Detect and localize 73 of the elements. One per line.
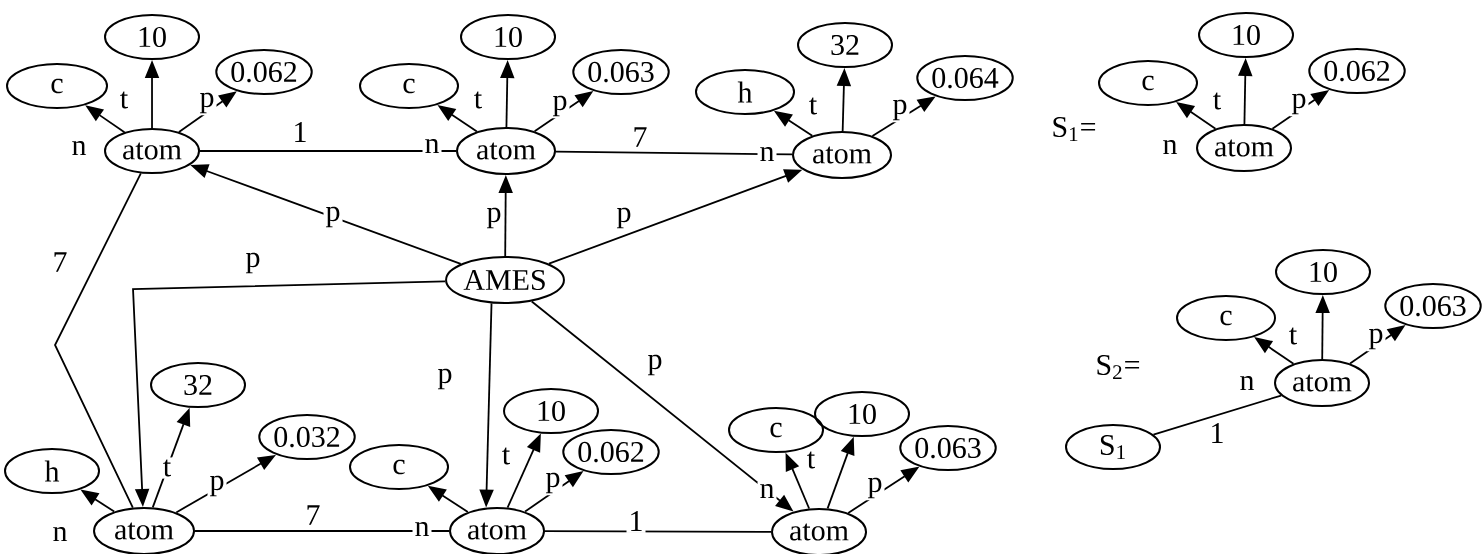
graph-label: S$_{1}$= xyxy=(1053,116,1096,142)
edge-label: 1 xyxy=(290,120,310,144)
edge-label: p xyxy=(207,473,227,499)
edge-label: 7 xyxy=(630,125,650,149)
edge-label: t xyxy=(1286,325,1300,347)
edge-label: n xyxy=(412,519,432,539)
edge-label: p xyxy=(1289,91,1309,117)
ellipse-node: 10 xyxy=(1275,249,1371,295)
edge-label: 1 xyxy=(1207,421,1227,445)
edge-label: p xyxy=(865,475,885,501)
edge-label: p xyxy=(890,97,910,123)
edge-label: n xyxy=(50,524,70,544)
ellipse-node: atom xyxy=(792,131,892,179)
edge-label: p xyxy=(243,250,263,276)
edge-label: p xyxy=(614,205,634,231)
edge-label: 7 xyxy=(303,503,323,527)
ellipse-node: S$_{1}$ xyxy=(1065,424,1161,470)
ellipse-node: 0.064 xyxy=(916,55,1014,101)
edge-label: n xyxy=(757,144,777,164)
ellipse-node: c xyxy=(6,63,108,109)
edge-label: 7 xyxy=(50,250,70,274)
ellipse-node: c xyxy=(1098,60,1198,106)
edge-label: n xyxy=(757,481,777,501)
edge-label: n xyxy=(422,136,442,156)
edge-label: p xyxy=(550,93,570,119)
edge-label: p xyxy=(645,352,665,378)
edge-label: t xyxy=(1210,90,1224,112)
graph-label: S$_{2}$= xyxy=(1097,354,1140,380)
ellipse-node: 10 xyxy=(460,14,556,60)
edge-label: 1 xyxy=(626,509,646,533)
edge-label: t xyxy=(117,89,131,111)
connector-line xyxy=(544,530,772,533)
ellipse-node: 0.063 xyxy=(572,49,670,95)
ellipse-node: 32 xyxy=(150,362,246,408)
edge-label: t xyxy=(471,89,485,111)
connector-line xyxy=(54,172,142,509)
edge-label: t xyxy=(160,457,174,479)
ellipse-node: atom xyxy=(1274,359,1370,407)
connector-line xyxy=(555,150,793,156)
ellipse-node: 10 xyxy=(1198,12,1294,58)
edge-label: t xyxy=(806,95,820,117)
connector-line xyxy=(1152,394,1282,436)
ellipse-node: 10 xyxy=(104,14,200,60)
ellipse-node: atom xyxy=(104,128,200,174)
ellipse-node: c xyxy=(1176,295,1276,341)
ellipse-node: 10 xyxy=(814,391,910,437)
edge-label: n xyxy=(1160,137,1180,157)
ellipse-node: 0.032 xyxy=(258,414,356,460)
ellipse-node: 0.062 xyxy=(215,49,313,95)
ellipse-node: 0.063 xyxy=(1384,283,1482,329)
connector-line xyxy=(194,530,450,532)
ellipse-node: c xyxy=(349,444,449,490)
edge-label: p xyxy=(543,470,563,496)
edge-label: p xyxy=(484,205,504,231)
edge-label: p xyxy=(1366,326,1386,352)
ellipse-node: 0.062 xyxy=(562,429,660,475)
edge-label: p xyxy=(323,204,343,230)
ellipse-node: h xyxy=(4,448,100,494)
ellipse-node: AMES xyxy=(445,256,565,304)
ellipse-node: atom xyxy=(1196,124,1292,172)
edge-label: p xyxy=(197,90,217,116)
ellipse-node: c xyxy=(359,63,459,109)
edge-label: p xyxy=(435,366,455,392)
ellipse-node: 0.063 xyxy=(899,425,997,471)
ellipse-node: h xyxy=(695,69,795,115)
ellipse-node: 32 xyxy=(797,22,893,68)
ellipse-node: 0.062 xyxy=(1308,48,1406,94)
ellipse-node: 10 xyxy=(503,388,599,434)
edge-label: n xyxy=(1237,373,1257,393)
ellipse-node: atom xyxy=(456,127,556,175)
edge-label: t xyxy=(499,445,513,467)
edge-label: n xyxy=(69,138,89,158)
connector-line xyxy=(199,150,457,152)
